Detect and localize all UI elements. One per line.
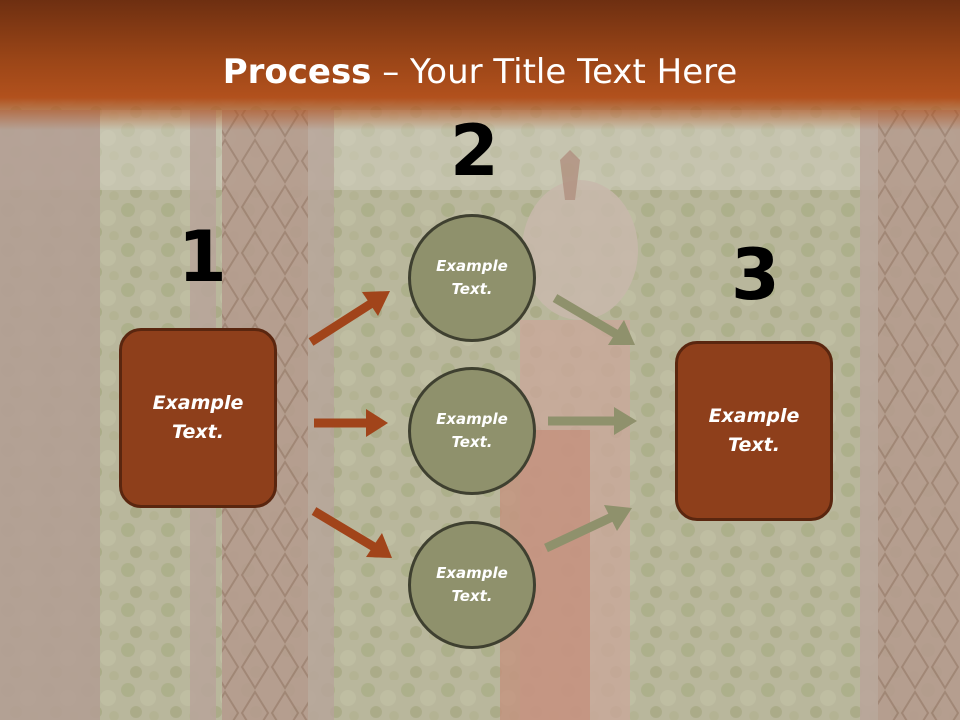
- title-band: [0, 0, 960, 130]
- process-circle-middle[interactable]: Example Text.: [408, 367, 536, 495]
- right-process-box[interactable]: Example Text.: [675, 341, 833, 521]
- step-number-1: 1: [178, 216, 227, 298]
- arrow-left-to-middle: [314, 409, 388, 437]
- arrow-middle-to-right: [548, 407, 637, 435]
- title-rest: – Your Title Text Here: [371, 52, 738, 92]
- slide-title[interactable]: Process – Your Title Text Here: [0, 52, 960, 92]
- arrow-bottom-to-right: [544, 505, 632, 553]
- step-number-2: 2: [450, 110, 499, 192]
- process-circle-top[interactable]: Example Text.: [408, 214, 536, 342]
- arrow-top-to-right: [552, 294, 635, 345]
- step-number-3: 3: [731, 234, 780, 316]
- title-bold: Process: [222, 52, 372, 92]
- left-process-box[interactable]: Example Text.: [119, 328, 277, 508]
- arrow-left-to-bottom: [311, 507, 392, 558]
- process-circle-bottom[interactable]: Example Text.: [408, 521, 536, 649]
- arrow-left-to-top: [308, 291, 390, 346]
